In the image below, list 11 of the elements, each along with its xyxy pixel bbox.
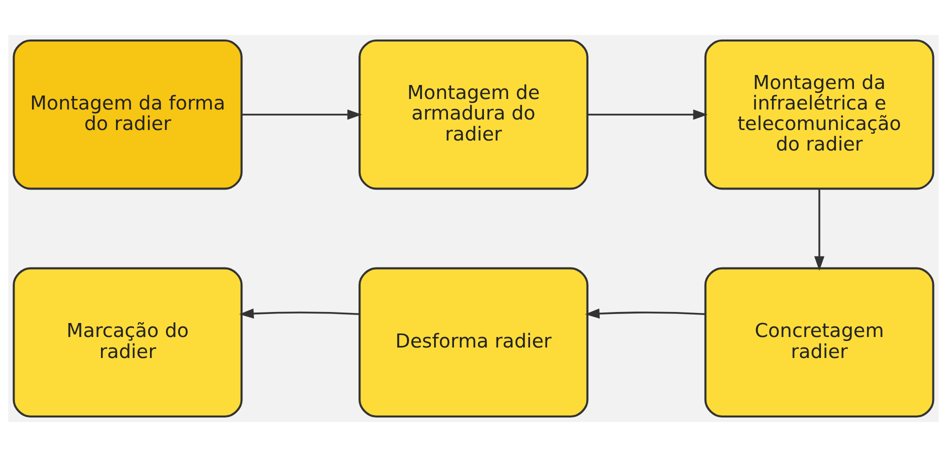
node-box: Concretagem radier xyxy=(704,266,934,418)
arrow xyxy=(588,109,708,120)
node-box: Montagem da infraelétrica e telecomunicação do radier xyxy=(704,38,934,190)
node-box: Desforma radier xyxy=(358,266,588,418)
arrow xyxy=(585,308,706,318)
node-box: Montagem da forma do radier xyxy=(12,38,243,190)
node-box: Montagem de armadura do radier xyxy=(358,38,588,190)
arrow xyxy=(814,188,824,270)
arrow xyxy=(242,109,362,120)
arrow xyxy=(239,308,360,318)
node-box: Marcação do radier xyxy=(12,266,243,418)
